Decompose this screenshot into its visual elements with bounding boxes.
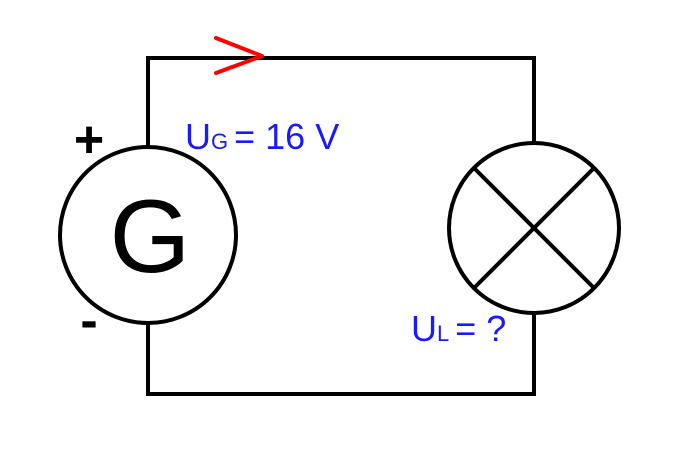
minus-sign: -: [80, 292, 97, 350]
plus-sign: +: [74, 111, 104, 169]
lamp-icon: [447, 141, 621, 315]
generator-circle: [58, 145, 238, 325]
current-arrow-icon: [214, 36, 264, 75]
top-left-wire: [146, 56, 536, 150]
generator-voltage-value: = 16 V: [234, 116, 339, 157]
generator-voltage-subscript: G: [211, 129, 228, 154]
lamp-voltage-value: = ?: [455, 308, 506, 349]
lamp-voltage-label: UL= ?: [411, 308, 506, 349]
generator-voltage-symbol: U: [185, 116, 211, 157]
lamp-voltage-subscript: L: [437, 321, 449, 346]
lamp-cross-line-b: [472, 166, 596, 290]
generator-symbol: G: [110, 179, 191, 295]
generator-voltage-label: UG= 16 V: [185, 116, 339, 157]
lamp-voltage-symbol: U: [411, 308, 437, 349]
bottom-wire: [146, 312, 536, 396]
circuit-wires: [146, 56, 536, 396]
generator: G: [58, 145, 238, 325]
